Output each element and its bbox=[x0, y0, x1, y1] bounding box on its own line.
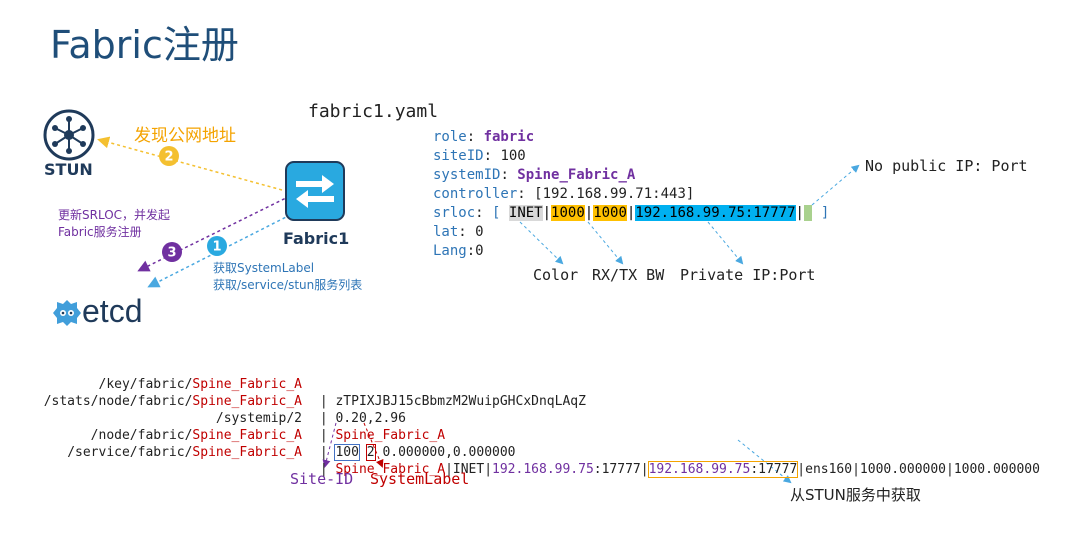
step-1-text: 获取SystemLabel 获取/service/stun服务列表 bbox=[213, 260, 362, 294]
annotation-rxtx: RX/TX BW bbox=[592, 266, 665, 284]
yaml-key: systemID bbox=[433, 167, 501, 183]
srloc-bw-rx: 1000 bbox=[551, 205, 585, 221]
step-3-text: 更新SRLOC，并发起 Fabric服务注册 bbox=[58, 207, 170, 241]
arrow-discover-public bbox=[97, 136, 283, 191]
etcd-system-label-value: 2 bbox=[365, 444, 376, 461]
srloc-private: 192.168.99.75:17777 bbox=[635, 205, 796, 221]
fabric-name: Spine_Fabric_A bbox=[192, 428, 302, 443]
annotation-public: No public IP: Port bbox=[865, 157, 1028, 175]
step-1-line-1: 获取SystemLabel bbox=[213, 261, 315, 275]
yaml-key: lat bbox=[433, 224, 459, 240]
arrow-public bbox=[811, 164, 860, 206]
srloc-type: INET bbox=[508, 205, 543, 221]
etcd-row-key: /key/fabric/Spine_Fabric_A | zTPIXJBJ15c… bbox=[98, 377, 586, 409]
etcd-row-service: /service/fabric/Spine_Fabric_A | Spine_F… bbox=[67, 445, 1040, 478]
yaml-line-lat: lat: 0 bbox=[433, 224, 484, 240]
annotation-color: Color bbox=[533, 266, 579, 284]
annotation-from-stun: 从STUN服务中获取 bbox=[790, 486, 921, 504]
yaml-value: fabric bbox=[483, 129, 535, 145]
step-3-number: 3 bbox=[167, 246, 176, 261]
annotation-system-label: SystemLabel bbox=[370, 470, 470, 488]
yaml-key: role bbox=[433, 129, 467, 145]
yaml-key: srloc bbox=[433, 205, 476, 221]
yaml-line-controller: controller: [192.168.99.71:443] bbox=[433, 186, 695, 202]
stun-network-icon bbox=[43, 109, 95, 161]
etcd-public-endpoint: 192.168.99.75:17777 bbox=[647, 461, 799, 478]
yaml-filename: fabric1.yaml bbox=[308, 101, 439, 122]
step-3-line-2: Fabric服务注册 bbox=[58, 225, 142, 239]
arrow-site-id bbox=[322, 422, 337, 468]
etcd-value: 0.20,2.96 bbox=[335, 411, 406, 426]
yaml-line-lang: Lang:0 bbox=[433, 243, 484, 259]
step-1-number: 1 bbox=[212, 240, 221, 255]
step-1-line-2: 获取/service/stun服务列表 bbox=[213, 278, 363, 292]
etcd-row-node: /node/fabric/Spine_Fabric_A | 100 2 0.00… bbox=[90, 428, 516, 461]
annotation-private: Private IP:Port bbox=[680, 266, 816, 284]
step-2-number: 2 bbox=[164, 150, 173, 165]
yaml-line-systemid: systemID: Spine_Fabric_A bbox=[433, 167, 636, 183]
switch-icon bbox=[285, 161, 345, 221]
srloc-bw-tx: 1000 bbox=[593, 205, 627, 221]
stun-label: STUN bbox=[44, 160, 93, 179]
yaml-value: 0 bbox=[475, 243, 484, 259]
srloc-public: ? bbox=[803, 205, 813, 221]
step-2-text: 发现公网地址 bbox=[134, 126, 236, 146]
etcd-value: 0.000000,0.000000 bbox=[374, 445, 516, 460]
yaml-line-siteid: siteID: 100 bbox=[433, 148, 526, 164]
etcd-row-systemip: /systemip/2 | Spine_Fabric_A bbox=[215, 411, 446, 443]
arrow-color bbox=[519, 221, 564, 265]
step-2-badge: 2 bbox=[159, 146, 179, 166]
yaml-value: 0 bbox=[475, 224, 484, 240]
fabric-name: Spine_Fabric_A bbox=[192, 394, 302, 409]
etcd-label: etcd bbox=[82, 293, 143, 329]
etcd-site-id-value: 100 bbox=[334, 444, 360, 461]
page-title: Fabric注册 bbox=[50, 23, 239, 67]
etcd-value: zTPIXJBJ15cBbmzM2WuipGHCxDnqLAqZ bbox=[335, 394, 586, 409]
yaml-value: Spine_Fabric_A bbox=[517, 167, 636, 183]
fabric-label: Fabric1 bbox=[283, 229, 350, 248]
yaml-value: [192.168.99.71:443] bbox=[534, 186, 695, 202]
yaml-value: 100 bbox=[500, 148, 526, 164]
arrow-rxtx bbox=[587, 221, 624, 265]
etcd-private-ip: 192.168.99.75 bbox=[492, 462, 594, 477]
arrow-system-label bbox=[363, 422, 384, 468]
etcd-row-stats: /stats/node/fabric/Spine_Fabric_A | 0.20… bbox=[43, 394, 406, 426]
annotation-site-id: Site-ID bbox=[290, 470, 354, 488]
arrow-from-stun bbox=[737, 439, 792, 484]
yaml-key: siteID bbox=[433, 148, 484, 164]
etcd-logo-icon bbox=[53, 300, 81, 326]
fabric-name: Spine_Fabric_A bbox=[192, 445, 302, 460]
step-1-badge: 1 bbox=[207, 236, 227, 256]
yaml-line-role: role: fabric bbox=[433, 129, 535, 145]
yaml-key: controller bbox=[433, 186, 518, 202]
fabric-name: Spine_Fabric_A bbox=[192, 377, 302, 392]
etcd-value: Spine_Fabric_A bbox=[335, 428, 446, 443]
yaml-line-srloc: srloc: [ INET|1000|1000|192.168.99.75:17… bbox=[433, 205, 830, 221]
arrow-private bbox=[707, 221, 744, 265]
yaml-key: Lang bbox=[433, 243, 467, 259]
step-3-badge: 3 bbox=[162, 242, 182, 262]
step-3-line-1: 更新SRLOC，并发起 bbox=[58, 208, 171, 222]
